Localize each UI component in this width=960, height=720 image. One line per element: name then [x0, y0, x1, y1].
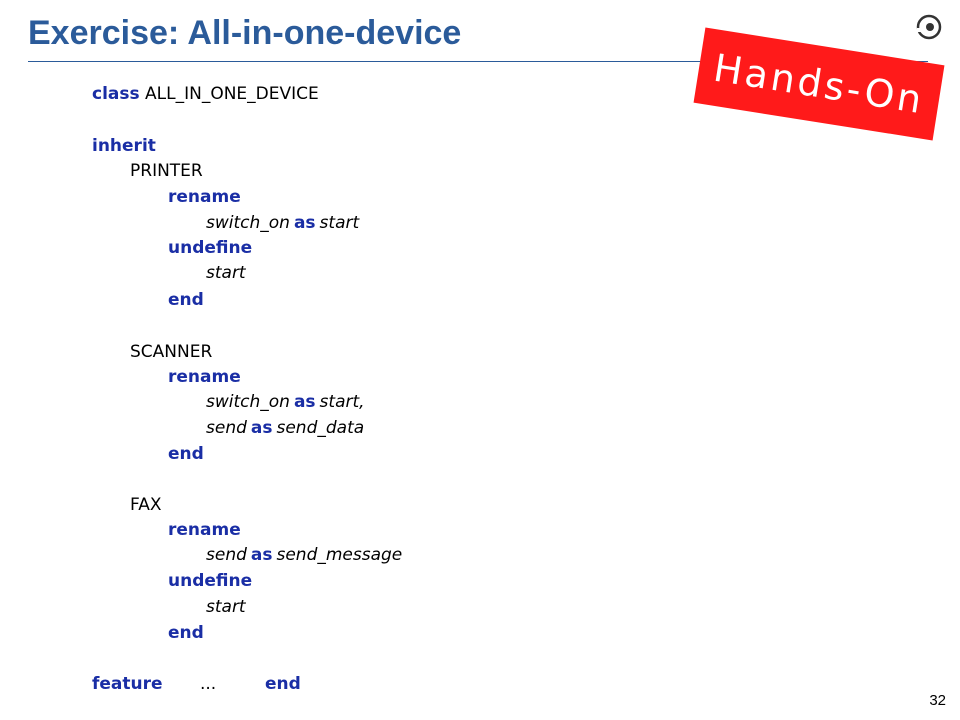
eiffel-logo-icon	[916, 14, 942, 40]
hands-on-badge: Hands-On	[693, 27, 945, 141]
printer-rename-keyword: rename	[168, 187, 241, 207]
scanner-end-keyword: end	[168, 444, 204, 464]
feature-keyword: feature	[92, 674, 163, 694]
printer-undefine-feature: start	[206, 263, 246, 283]
as-keyword: as	[250, 418, 273, 438]
class-line: class ALL_IN_ONE_DEVICE	[92, 83, 319, 105]
as-keyword: as	[293, 213, 316, 233]
parent-printer: PRINTER	[130, 161, 203, 181]
title-underline	[28, 61, 928, 62]
rename-from: switch_on	[206, 213, 290, 233]
final-end-keyword: end	[265, 674, 301, 694]
printer-undefine-keyword: undefine	[168, 238, 253, 258]
scanner-rename-keyword: rename	[168, 367, 241, 387]
page-number: 32	[929, 692, 946, 709]
feature-ellipsis: ...	[200, 674, 217, 694]
slide-title: Exercise: All-in-one-device	[28, 14, 462, 52]
fax-end-keyword: end	[168, 623, 204, 643]
as-keyword: as	[293, 392, 316, 412]
fax-undefine-feature: start	[206, 597, 246, 617]
inherit-line: inherit	[92, 135, 156, 157]
class-keyword: class	[92, 84, 140, 104]
as-keyword: as	[250, 545, 273, 565]
parent-scanner: SCANNER	[130, 342, 213, 362]
rename-to: start	[319, 213, 360, 233]
fax-rename-keyword: rename	[168, 520, 241, 540]
hands-on-label: Hands-On	[710, 45, 928, 123]
inherit-keyword: inherit	[92, 136, 156, 156]
parent-fax: FAX	[130, 495, 162, 515]
printer-end-keyword: end	[168, 290, 204, 310]
fax-undefine-keyword: undefine	[168, 571, 253, 591]
class-name: ALL_IN_ONE_DEVICE	[145, 84, 319, 104]
